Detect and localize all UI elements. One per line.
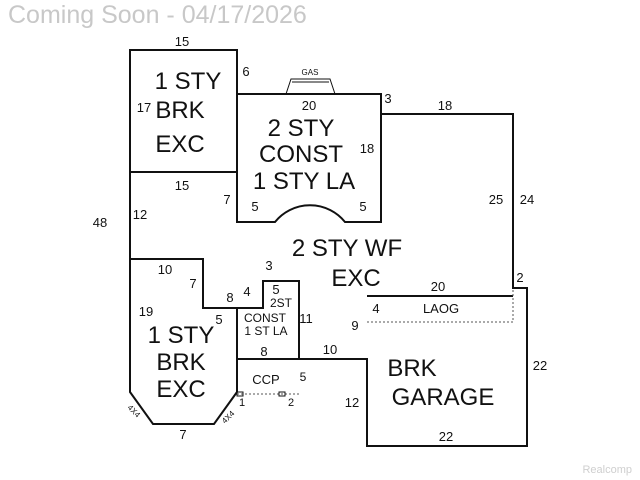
dimension-label: 7	[179, 427, 186, 442]
dimension-label: 5	[272, 282, 279, 297]
listing-banner: Coming Soon - 04/17/2026	[8, 1, 307, 29]
dimension-label: 11	[299, 311, 313, 326]
dimension-label: 18	[438, 98, 452, 113]
dimension-label: 2	[516, 270, 523, 285]
room-label: 2 STY	[268, 115, 335, 142]
post-marker-right	[278, 391, 286, 397]
room-label: LAOG	[423, 301, 459, 316]
dimension-label: 19	[139, 304, 153, 319]
dimension-label: 3	[384, 91, 391, 106]
laog-dashed-boundary	[367, 288, 514, 323]
dimension-label: 9	[351, 318, 358, 333]
realcomp-watermark: Realcomp	[582, 464, 632, 476]
dimension-label: 22	[439, 429, 453, 444]
dimension-label: 8	[260, 344, 267, 359]
dimension-label: 5	[359, 199, 366, 214]
room-label: EXC	[155, 131, 204, 158]
room-label: BRK	[156, 349, 205, 376]
room-label: GARAGE	[392, 384, 495, 411]
wall-outline	[129, 49, 528, 447]
dimension-label: 3	[265, 258, 272, 273]
dimension-label: 7	[223, 192, 230, 207]
dimension-label: 10	[158, 262, 172, 277]
details	[236, 78, 514, 397]
dimension-label: 5	[215, 312, 222, 327]
room-label: 1 STY	[148, 322, 215, 349]
dimension-label: 1	[239, 397, 245, 409]
room-label: 1 STY LA	[253, 168, 355, 195]
dimension-label: 6	[242, 64, 249, 79]
walls	[129, 49, 528, 447]
dimension-label: 20	[302, 98, 316, 113]
dimension-label: 2	[288, 397, 294, 409]
dimension-label: 22	[533, 358, 547, 373]
room-label: BRK	[155, 97, 204, 124]
room-label: CONST	[259, 141, 343, 168]
dimension-label: 18	[360, 141, 374, 156]
dimension-label: 8	[226, 290, 233, 305]
gas-label: GAS	[302, 68, 319, 77]
dimension-label: 24	[520, 192, 534, 207]
post-marker-left	[236, 391, 244, 397]
room-label: CONST	[244, 311, 287, 325]
dimension-labels: 15 6 17 20 3 18 18 15 7 5 5 48 12 25 24 …	[93, 34, 547, 444]
dimension-label: 7	[189, 276, 196, 291]
wall-center-room	[236, 94, 382, 223]
room-label: 1 STY	[155, 68, 222, 95]
dimension-label: 15	[175, 34, 189, 49]
dimension-label: 12	[133, 207, 147, 222]
room-label: BRK	[387, 355, 436, 382]
dimension-label: 4	[372, 301, 379, 316]
room-label: 2ST	[270, 296, 293, 310]
room-label: 2 STY WF	[292, 235, 402, 262]
dimension-label: 12	[345, 395, 359, 410]
dimension-label: 10	[323, 342, 337, 357]
gas-meter-outline	[285, 78, 336, 95]
dimension-label: 25	[489, 192, 503, 207]
room-labels: 1 STY BRK EXC 2 STY CONST 1 STY LA 2 STY…	[148, 68, 495, 411]
room-label: EXC	[331, 265, 380, 292]
wall-bottom-left-room	[129, 259, 238, 425]
dimension-label: 5	[300, 370, 307, 384]
room-label: CCP	[252, 372, 279, 387]
room-label: 1 ST LA	[244, 324, 287, 338]
dimension-label: 4	[243, 284, 250, 299]
dimension-label: 15	[175, 178, 189, 193]
dimension-label: 17	[137, 100, 151, 115]
dimension-label: 48	[93, 215, 107, 230]
dimension-label: 20	[431, 279, 445, 294]
room-label: EXC	[156, 376, 205, 403]
dimension-label: 5	[251, 199, 258, 214]
